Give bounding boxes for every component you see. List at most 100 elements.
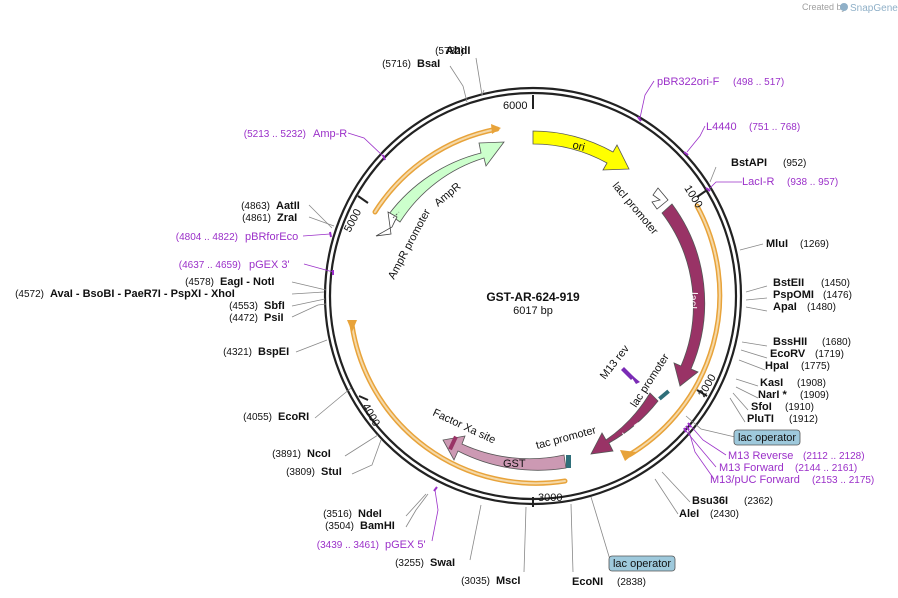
enzyme-bsai[interactable]: (5716) BsaI bbox=[382, 58, 440, 70]
tick-label-1000: 1000 bbox=[681, 183, 704, 210]
primer-m13-puc-forward[interactable]: M13/pUC Forward (2153 .. 2175) bbox=[710, 474, 874, 486]
enzyme-pos: (4472) bbox=[229, 313, 258, 324]
primer-range: (498 .. 517) bbox=[733, 77, 784, 88]
enzyme-name: NarI * bbox=[758, 389, 787, 401]
enzyme-ncoi[interactable]: (3891) NcoI bbox=[272, 448, 331, 460]
enzyme-name: StuI bbox=[321, 466, 342, 478]
primer-pbrforeco[interactable]: (4804 .. 4822) pBRforEco bbox=[176, 231, 298, 243]
feature-label-factor-xa: Factor Xa site bbox=[431, 407, 498, 447]
primer-range: (2112 .. 2128) bbox=[803, 451, 865, 462]
enzyme-pos: (952) bbox=[783, 158, 806, 169]
feature-label-lacI: lacI bbox=[686, 292, 699, 310]
enzyme-eagi-noti[interactable]: (4578) EagI - NotI bbox=[185, 276, 274, 288]
enzyme-bamhi[interactable]: (3504) BamHI bbox=[325, 520, 395, 532]
primer-name: pBR322ori-F bbox=[657, 76, 720, 88]
snapgene-credit[interactable]: Created by SnapGene bbox=[802, 2, 898, 14]
enzyme-pos: (5716) bbox=[382, 59, 411, 70]
enzyme-ecori[interactable]: (4055) EcoRI bbox=[243, 411, 309, 423]
enzyme-pos: (1719) bbox=[815, 349, 844, 360]
primer-m13-reverse[interactable]: M13 Reverse (2112 .. 2128) bbox=[728, 450, 865, 462]
primer-name: LacI-R bbox=[742, 176, 774, 188]
enzyme-sfoi[interactable]: SfoI (1910) bbox=[751, 401, 814, 413]
primer-m13-forward[interactable]: M13 Forward (2144 .. 2161) bbox=[719, 462, 857, 474]
enzyme-pos: (3035) bbox=[461, 576, 490, 587]
feature-lacI[interactable]: lacI bbox=[661, 203, 706, 387]
enzyme-name: BssHII bbox=[773, 336, 807, 348]
credit-prefix: Created by bbox=[802, 2, 847, 12]
primer-name: Amp-R bbox=[313, 128, 347, 140]
primer-l4440[interactable]: L4440 (751 .. 768) bbox=[706, 121, 800, 133]
enzyme-name: AvaI - BsoBI - PaeR7I - PspXI - XhoI bbox=[50, 288, 235, 300]
enzyme-name: ZraI bbox=[277, 212, 297, 224]
enzyme-mlui[interactable]: MluI (1269) bbox=[766, 238, 829, 250]
feature-ampr[interactable]: AmpR bbox=[388, 141, 505, 223]
feature-ori[interactable]: ori bbox=[532, 130, 630, 171]
plasmid-size: 6017 bp bbox=[513, 305, 553, 317]
feature-label-lacI-promoter: lacI promoter bbox=[610, 180, 661, 237]
enzyme-msci[interactable]: (3035) MscI bbox=[461, 575, 520, 587]
lac-operator-label: lac operator bbox=[613, 558, 671, 570]
enzyme-bstapi[interactable]: BstAPI (952) bbox=[731, 157, 806, 169]
primer-pgex-3[interactable]: (4637 .. 4659) pGEX 3' bbox=[179, 259, 290, 271]
enzyme-bsu36i[interactable]: Bsu36I (2362) bbox=[692, 495, 773, 507]
enzyme-pspomi[interactable]: PspOMI (1476) bbox=[773, 289, 852, 301]
enzyme-name: KasI bbox=[760, 377, 783, 389]
primer-range: (4637 .. 4659) bbox=[179, 260, 241, 271]
enzyme-ecorv[interactable]: EcoRV (1719) bbox=[770, 348, 844, 360]
enzyme-pos: (1775) bbox=[801, 361, 830, 372]
enzyme-pos: (2430) bbox=[710, 509, 739, 520]
enzyme-aatii[interactable]: (4863) AatII bbox=[241, 200, 300, 212]
enzyme-name: ApaI bbox=[773, 301, 797, 313]
primer-pgex-5[interactable]: (3439 .. 3461) pGEX 5' bbox=[317, 539, 426, 551]
primer-laci-r[interactable]: LacI-R (938 .. 957) bbox=[742, 176, 838, 188]
enzyme-name: EcoRI bbox=[278, 411, 309, 423]
enzyme-name: MscI bbox=[496, 575, 520, 587]
enzyme-apai[interactable]: ApaI (1480) bbox=[773, 301, 836, 313]
enzyme-name: SwaI bbox=[430, 557, 455, 569]
enzyme-bsteii[interactable]: BstEII (1450) bbox=[773, 277, 850, 289]
enzyme-name: BamHI bbox=[360, 520, 395, 532]
enzyme-ndei[interactable]: (3516) NdeI bbox=[323, 508, 382, 520]
feature-lacI-promoter-arrow bbox=[651, 187, 669, 210]
enzyme-name: Bsu36I bbox=[692, 495, 728, 507]
primer-name: M13 Forward bbox=[719, 462, 784, 474]
enzyme-avai-xhoi[interactable]: (4572) AvaI - BsoBI - PaeR7I - PspXI - X… bbox=[15, 288, 235, 300]
enzyme-name: BstEII bbox=[773, 277, 804, 289]
orf-arrowhead-3 bbox=[491, 124, 501, 134]
enzyme-pos: (3891) bbox=[272, 449, 301, 460]
feature-gst[interactable]: GST bbox=[442, 435, 567, 471]
enzyme-pos: (1910) bbox=[785, 402, 814, 413]
enzyme-psii[interactable]: (4472) PsiI bbox=[229, 312, 283, 324]
enzyme-hpai[interactable]: HpaI (1775) bbox=[765, 360, 830, 372]
enzyme-alei[interactable]: AleI (2430) bbox=[679, 508, 739, 520]
enzyme-pluti[interactable]: PluTI (1912) bbox=[747, 413, 818, 425]
enzyme-pos: (4861) bbox=[242, 213, 271, 224]
enzyme-sbfi[interactable]: (4553) SbfI bbox=[229, 300, 285, 312]
primer-pbr322ori-f[interactable]: pBR322ori-F (498 .. 517) bbox=[657, 76, 784, 88]
feature-m13-rev[interactable]: M13 rev bbox=[598, 343, 640, 384]
enzyme-kasi[interactable]: KasI (1908) bbox=[760, 377, 826, 389]
enzyme-name: PspOMI bbox=[773, 289, 814, 301]
credit-brand: SnapGene bbox=[850, 3, 898, 14]
enzyme-bspei[interactable]: (4321) BspEI bbox=[223, 346, 289, 358]
enzyme-ahdi[interactable]: (5782) AhdI bbox=[435, 45, 470, 57]
enzyme-swai[interactable]: (3255) SwaI bbox=[395, 557, 455, 569]
enzyme-zrai[interactable]: (4861) ZraI bbox=[242, 212, 297, 224]
enzyme-bsshii[interactable]: BssHII (1680) bbox=[773, 336, 851, 348]
primer-name: pBRforEco bbox=[245, 231, 298, 243]
lac-operator-badge-2[interactable]: lac operator bbox=[608, 555, 676, 572]
enzyme-econi[interactable]: EcoNI (2838) bbox=[572, 576, 646, 588]
enzyme-pos: (4055) bbox=[243, 412, 272, 423]
enzyme-pos: (1908) bbox=[797, 378, 826, 389]
enzyme-name: SbfI bbox=[264, 300, 285, 312]
enzyme-stui[interactable]: (3809) StuI bbox=[286, 466, 342, 478]
feature-label-gst: GST bbox=[503, 458, 526, 470]
tick-marks bbox=[357, 95, 708, 507]
primer-amp-r[interactable]: (5213 .. 5232) Amp-R bbox=[244, 128, 348, 140]
enzyme-nari[interactable]: NarI * (1909) bbox=[758, 389, 829, 401]
lac-operator-badge-1[interactable]: lac operator bbox=[733, 429, 801, 446]
enzyme-pos: (4578) bbox=[185, 277, 214, 288]
feature-ampr-promoter[interactable] bbox=[375, 211, 400, 237]
primer-leader-lines bbox=[302, 80, 742, 542]
primer-range: (2144 .. 2161) bbox=[795, 463, 857, 474]
